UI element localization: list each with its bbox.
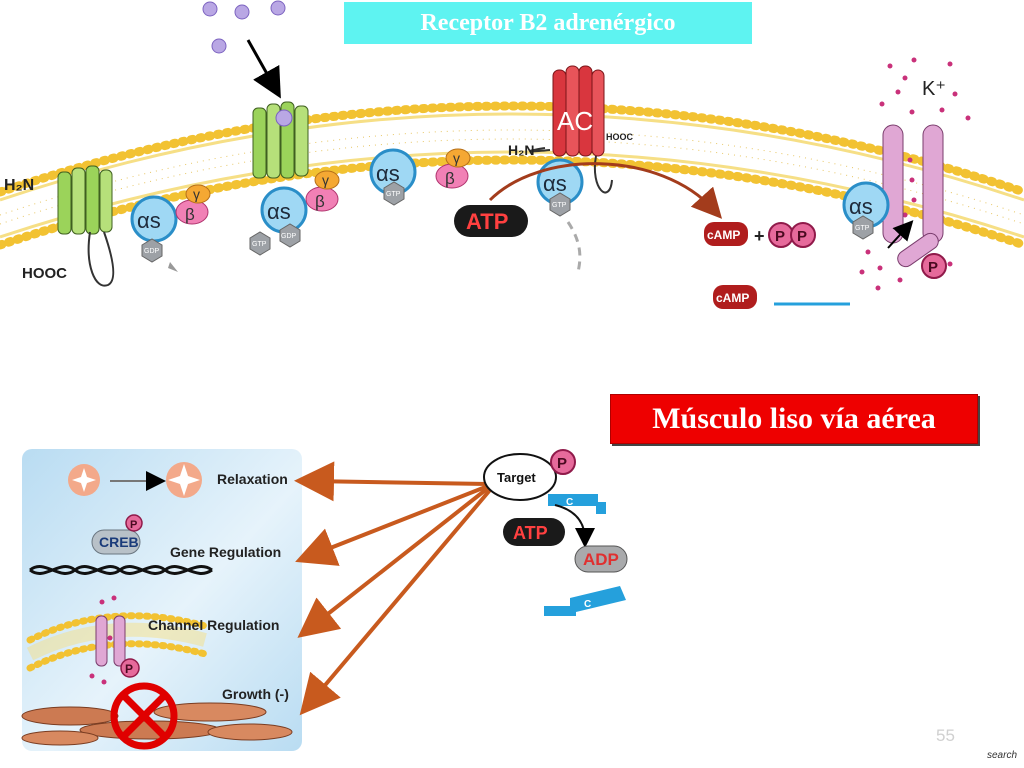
relaxation-icon: [68, 462, 202, 498]
h2n-label-left: H₂N: [4, 177, 34, 194]
slide-number: 55: [936, 726, 955, 745]
pka-catalytic-subunit: C: [548, 494, 606, 548]
target-label: Target: [497, 470, 536, 485]
camp-label: cAMP: [716, 291, 749, 305]
camp-free: cAMP: [713, 285, 850, 309]
creb-label: CREB: [99, 534, 139, 550]
beta-label: β: [445, 169, 455, 188]
phosphate-label: P: [125, 662, 133, 676]
beta2-receptor-active: [252, 101, 309, 179]
atp-label: ATP: [466, 209, 508, 234]
atp-small: ATP: [503, 518, 565, 546]
atp-label: ATP: [513, 523, 548, 543]
potassium-ions: [859, 57, 971, 291]
effect-arrows: [294, 461, 492, 716]
gtp-label: GTP: [252, 241, 267, 248]
effect-channel-regulation-label: Channel Regulation: [148, 617, 279, 633]
potassium-label: K⁺: [922, 78, 946, 100]
title-banner: Receptor B2 adrenérgico: [344, 2, 752, 44]
atp-molecule: ATP: [454, 205, 528, 237]
smooth-muscle-cells-icon: [21, 702, 293, 746]
g-protein-dissociated: αs GTP β γ: [369, 148, 471, 206]
phosphate-label: P: [130, 519, 137, 531]
target-protein: Target P: [483, 449, 576, 501]
ligand-molecules: [202, 0, 286, 54]
catalytic-label: C: [566, 497, 573, 508]
gamma-label: γ: [193, 186, 200, 202]
alpha-s-bound: αs GTP: [536, 158, 584, 273]
channel-regulation-icon: P: [26, 595, 209, 685]
phosphate-label: P: [797, 228, 807, 245]
camp-label: cAMP: [707, 228, 740, 242]
adp-label: ADP: [583, 550, 619, 569]
alpha-s-label: αs: [137, 208, 161, 233]
beta2-receptor-inactive: [57, 165, 115, 287]
effects-panel: [22, 449, 302, 751]
alpha-s-label: αs: [543, 171, 567, 196]
gtp-label: GTP: [855, 225, 870, 232]
creb-icon: CREB P: [91, 514, 143, 555]
g-protein-activating: αs β γ GTP GDP: [249, 170, 340, 256]
plus-label: +: [754, 226, 765, 246]
ac-label: AC: [557, 106, 593, 136]
g-protein-inactive: αs β γ GDP: [130, 184, 211, 272]
camp-product: cAMP + P P: [704, 222, 816, 248]
effect-gene-regulation-label: Gene Regulation: [170, 544, 281, 560]
phosphate-label: P: [775, 228, 785, 245]
page-title: Receptor B2 adrenérgico: [420, 9, 676, 36]
atp-to-camp-arrow: [488, 162, 723, 219]
h2n-label-ac: H₂N: [508, 142, 534, 158]
alpha-s-label: αs: [267, 199, 291, 224]
growth-inhibition-icon: [110, 682, 178, 750]
hooc-label-left: HOOC: [22, 265, 67, 282]
gtp-label: GTP: [386, 191, 401, 198]
pka-catalytic-free: C: [544, 586, 626, 616]
hooc-label-ac: HOOC: [606, 132, 634, 142]
subtitle-banner: Músculo liso vía aérea: [610, 394, 978, 444]
catalytic-label: C: [584, 599, 591, 610]
adp-molecule: ADP: [574, 545, 628, 573]
gamma-label: γ: [453, 150, 460, 166]
effect-relaxation-label: Relaxation: [217, 471, 288, 487]
gdp-label: GDP: [281, 233, 297, 240]
beta-label: β: [185, 205, 195, 224]
alpha-s-label: αs: [376, 161, 400, 186]
gtp-label: GTP: [552, 202, 567, 209]
search-label: search: [987, 750, 1018, 761]
subtitle-label: Músculo liso vía aérea: [652, 402, 936, 435]
gamma-label: γ: [322, 172, 329, 188]
phosphate-label: P: [928, 259, 938, 276]
dna-helix-icon: [29, 565, 213, 575]
phosphate-label: P: [557, 455, 567, 472]
adenylyl-cyclase: [529, 65, 613, 194]
alpha-s-channel: αs GTP: [842, 181, 914, 249]
alpha-s-label: αs: [849, 194, 873, 219]
beta-label: β: [315, 192, 325, 211]
ligand-binding-arrow: [246, 39, 281, 99]
gdp-label: GDP: [144, 248, 160, 255]
effect-growth-label: Growth (-): [222, 686, 289, 702]
